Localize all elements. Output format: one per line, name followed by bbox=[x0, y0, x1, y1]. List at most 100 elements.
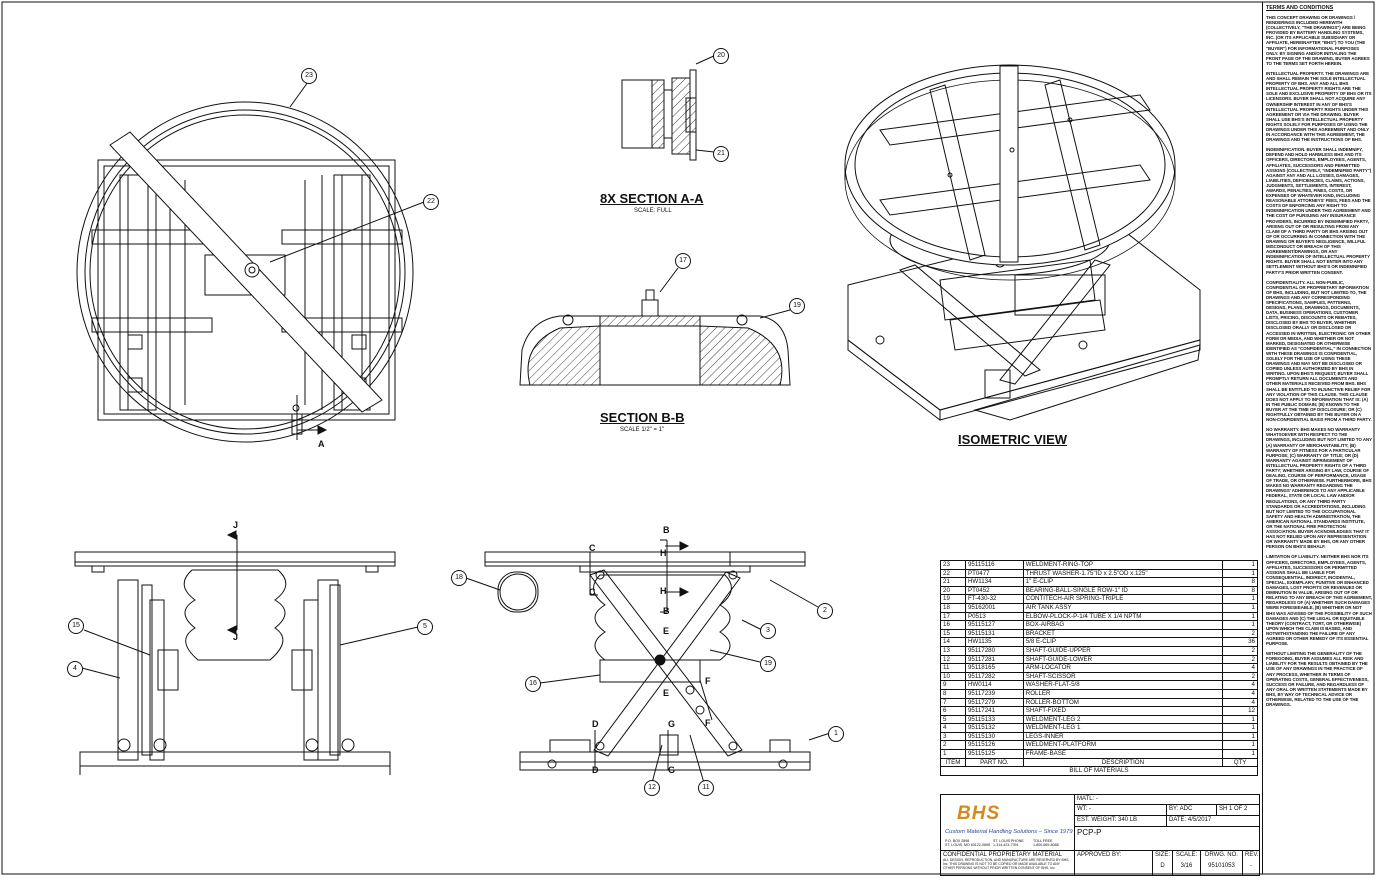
bom-qty: 2 bbox=[1222, 671, 1258, 682]
balloon-19-side: 19 bbox=[760, 656, 776, 672]
bhs-tagline: Custom Material Handling Solutions – Sin… bbox=[945, 829, 1073, 835]
bom-item: 2 bbox=[940, 740, 966, 751]
balloon-3: 3 bbox=[760, 623, 776, 639]
bom-part-no: PT0452 bbox=[964, 585, 1024, 596]
est-weight: EST. WEIGHT: 340 LB bbox=[1077, 817, 1138, 823]
bom-description: WASHER-FLAT-5/8 bbox=[1022, 680, 1224, 690]
bom-item: 17 bbox=[940, 611, 966, 622]
terms-heading: TERMS AND CONDITIONS bbox=[1266, 5, 1334, 11]
sheet-cell: SH 1 OF 2 bbox=[1217, 805, 1259, 816]
top-view bbox=[76, 101, 414, 443]
section-aa-drawing bbox=[621, 54, 717, 161]
bom-description: FRAME-BASE bbox=[1022, 749, 1224, 759]
bom-qty: 1 bbox=[1222, 714, 1258, 725]
bom-item: 14 bbox=[940, 637, 966, 647]
section-mark-a: A bbox=[318, 439, 325, 449]
bom-part-no: 95115127 bbox=[964, 620, 1024, 630]
bom-item: 4 bbox=[940, 723, 966, 733]
bom-qty: 4 bbox=[1222, 680, 1258, 690]
est-weight-cell: EST. WEIGHT: 340 LB bbox=[1075, 816, 1167, 827]
approved-cell: APPROVED BY: bbox=[1075, 851, 1153, 875]
bom-qty: 12 bbox=[1222, 706, 1258, 716]
rev-cell: REV. - bbox=[1243, 851, 1259, 875]
balloon-23: 23 bbox=[301, 68, 317, 84]
wt: WT: - bbox=[1077, 806, 1091, 812]
bom-item: 10 bbox=[940, 671, 966, 682]
bom-part-no: 95115133 bbox=[964, 714, 1024, 725]
bom-description: WELDMENT-LEG 1 bbox=[1022, 723, 1224, 733]
scale-label: SCALE: bbox=[1175, 852, 1198, 858]
bom-item: 20 bbox=[940, 585, 966, 596]
scale-cell: SCALE: 3/16 bbox=[1173, 851, 1201, 875]
bom-qty: 2 bbox=[1222, 628, 1258, 639]
terms-paragraph: WITHOUT LIMITING THE GENERALITY OF THE F… bbox=[1266, 651, 1369, 708]
bom-qty: 2 bbox=[1222, 645, 1258, 656]
bom-description: 5/8 E-CLIP bbox=[1022, 637, 1224, 647]
approved-by-label: APPROVED BY: bbox=[1077, 852, 1122, 858]
bom-qty: 1 bbox=[1222, 723, 1258, 733]
bom-part-no: P0513 bbox=[964, 611, 1024, 622]
bom-header: PART NO. bbox=[964, 757, 1024, 768]
section-mark-e-bottom: E bbox=[663, 688, 670, 698]
isometric-title: ISOMETRIC VIEW bbox=[958, 432, 1068, 447]
bom-item: 7 bbox=[940, 697, 966, 708]
bom-title-row: BILL OF MATERIALS bbox=[940, 766, 1258, 776]
bom-description: THRUST WASHER-1.75"ID x 2.5"OD x.125" bbox=[1022, 568, 1224, 579]
section-aa-scale: SCALE: FULL bbox=[634, 208, 672, 214]
terms-paragraph: THIS CONCEPT DRAWING OR DRAWINGS / RENDE… bbox=[1266, 15, 1370, 66]
section-bb-title: SECTION B-B bbox=[600, 410, 685, 425]
bom-description: LEGS-INNER bbox=[1022, 731, 1224, 742]
terms-paragraph: NO WARRANTY. BHS MAKES NO WARRANTY WHATS… bbox=[1266, 427, 1372, 550]
bom-item: 23 bbox=[940, 560, 966, 570]
bom-description: SHAFT-GUIDE-LOWER bbox=[1022, 654, 1224, 665]
by-cell: BY: ADC bbox=[1167, 805, 1217, 816]
section-mark-g-bottom: G bbox=[668, 765, 676, 775]
bom-part-no: PT0477 bbox=[964, 568, 1024, 579]
side-view bbox=[465, 539, 831, 784]
balloon-20: 20 bbox=[713, 48, 729, 64]
address-tollfree: TOLL FREE 1-800-669-8088 bbox=[1033, 839, 1059, 848]
bom-part-no: 95117280 bbox=[964, 645, 1024, 656]
bom-qty: 1 bbox=[1222, 620, 1258, 630]
bom-part-no: 95117241 bbox=[964, 706, 1024, 716]
bom-description: SHAFT-SCISSOR bbox=[1022, 671, 1224, 682]
bhs-logo: BHS bbox=[957, 803, 1001, 824]
bom-description: ELBOW-PLOCK-P-1/4 TUBE X 1/4 NPTM bbox=[1022, 611, 1224, 622]
bom-part-no: 95115126 bbox=[964, 740, 1024, 751]
section-mark-h-bottom: H bbox=[660, 586, 667, 596]
bom-description: SHAFT-GUIDE-UPPER bbox=[1022, 645, 1224, 656]
balloon-16: 16 bbox=[525, 676, 541, 692]
section-mark-j-top: J bbox=[233, 520, 239, 530]
date: DATE: 4/5/2017 bbox=[1169, 817, 1212, 823]
matl-cell: MATL: - bbox=[1075, 795, 1259, 805]
terms-paragraph: LIMITATION OF LIABILITY. NEITHER BHS NOR… bbox=[1266, 554, 1372, 647]
bom-item: 16 bbox=[940, 620, 966, 630]
bom-item: 12 bbox=[940, 654, 966, 665]
bom-part-no: 95115125 bbox=[964, 749, 1024, 759]
bom-part-no: 95117239 bbox=[964, 688, 1024, 699]
balloon-1: 1 bbox=[828, 726, 844, 742]
bom-item: 19 bbox=[940, 594, 966, 604]
bom-description: WELDMENT-PLATFORM bbox=[1022, 740, 1224, 751]
size-cell: SIZE: D bbox=[1153, 851, 1173, 875]
size-label: SIZE: bbox=[1155, 852, 1171, 858]
section-mark-b-top: B bbox=[663, 525, 670, 535]
bom-part-no: 95115132 bbox=[964, 723, 1024, 733]
bom-part-no: 95118165 bbox=[964, 663, 1024, 673]
bom-part-no: HW1134 bbox=[964, 577, 1024, 587]
terms-paragraph: CONFIDENTIALITY. ALL NON-PUBLIC, CONFIDE… bbox=[1266, 279, 1372, 423]
bom-qty: 8 bbox=[1222, 577, 1258, 587]
rev-label: REV. bbox=[1245, 852, 1259, 858]
drwg-cell: DRWG. NO. 95101053 bbox=[1201, 851, 1243, 875]
